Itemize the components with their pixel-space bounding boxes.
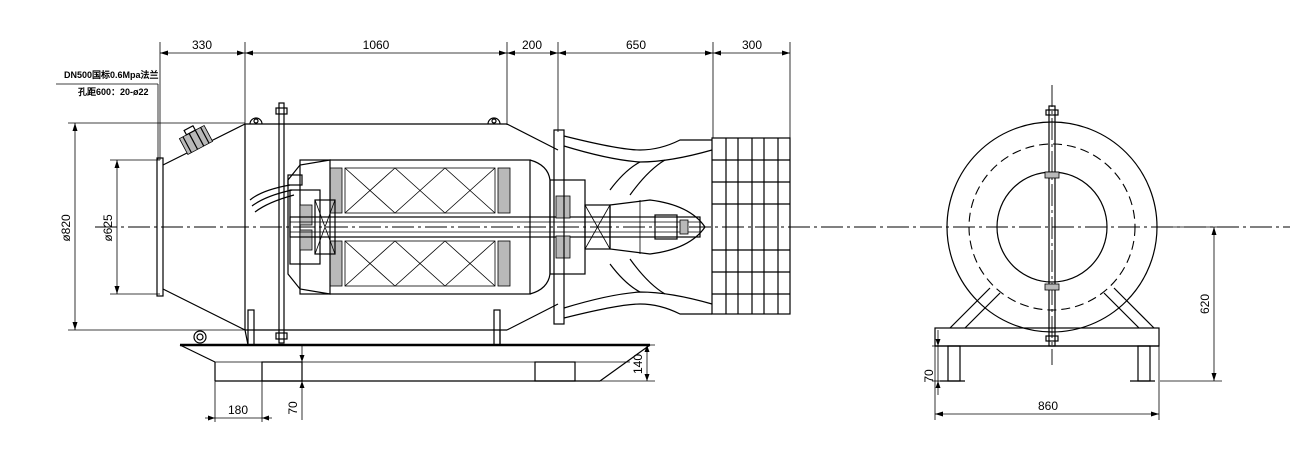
left-diameter-dimensions: ø820 ø625 xyxy=(59,122,245,331)
dim-300: 300 xyxy=(742,38,762,52)
dim-dia-820: ø820 xyxy=(59,214,73,242)
top-dimension-chain: 330 1060 200 650 300 xyxy=(159,38,791,160)
dim-70-side: 70 xyxy=(286,401,300,415)
dim-180: 180 xyxy=(228,403,248,417)
front-dimensions: 620 70 860 xyxy=(922,226,1222,420)
dim-330: 330 xyxy=(192,38,212,52)
dim-1060: 1060 xyxy=(363,38,390,52)
pump-impeller-section xyxy=(553,129,713,325)
dim-200: 200 xyxy=(522,38,542,52)
side-base xyxy=(179,309,651,382)
centerlines xyxy=(95,85,1290,365)
dim-dia-625: ø625 xyxy=(101,214,115,242)
flange-note-line1: DN500国标0.6Mpa法兰 xyxy=(64,69,159,80)
flange-note-line2: 孔距600：20-ø22 xyxy=(78,86,149,97)
dim-650: 650 xyxy=(626,38,646,52)
motor-housing xyxy=(245,102,701,344)
inlet-screen xyxy=(711,137,791,315)
inlet-flange-cone xyxy=(156,123,246,331)
side-bottom-dimensions: 140 180 70 xyxy=(205,344,655,422)
dim-140: 140 xyxy=(631,354,645,374)
dim-860: 860 xyxy=(1038,399,1058,413)
flange-note: DN500国标0.6Mpa法兰 孔距600：20-ø22 xyxy=(56,69,159,160)
dim-70-front: 70 xyxy=(922,369,936,383)
dim-620: 620 xyxy=(1198,294,1212,314)
front-view xyxy=(934,105,1160,382)
